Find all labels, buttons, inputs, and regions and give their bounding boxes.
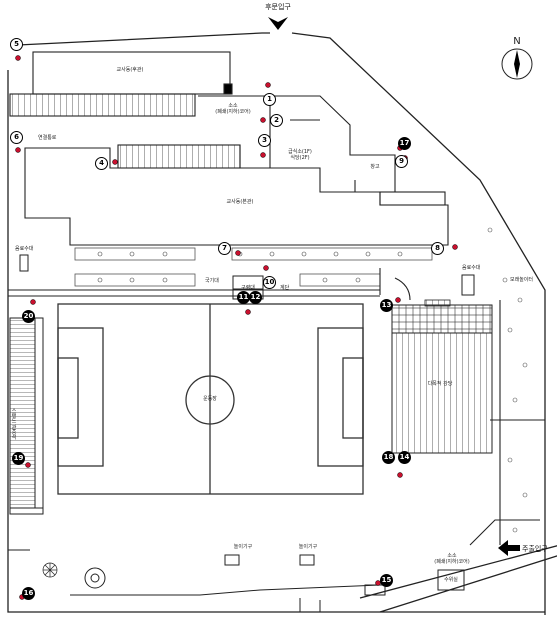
warehouse-label: 창고 [370, 164, 380, 170]
marker-12[interactable]: 12 [249, 291, 262, 304]
marker-1[interactable]: 1 [263, 93, 276, 106]
marker-6[interactable]: 6 [10, 131, 23, 144]
playground1-label: 놀이기구 [233, 544, 253, 550]
marker-17[interactable]: 17 [398, 137, 411, 150]
drinking-left-label: 음료수대 [15, 246, 34, 252]
incinerator-back-label: 소소 (폐쇄(지하)코어) [215, 103, 251, 115]
drinking-right-label: 음료수대 [462, 265, 481, 271]
bushes [487, 227, 528, 533]
marker-18[interactable]: 18 [382, 451, 395, 464]
tree-dots [97, 251, 403, 283]
marker-16[interactable]: 16 [22, 587, 35, 600]
multipurpose-hall [391, 299, 493, 454]
marker-2[interactable]: 2 [270, 114, 283, 127]
roads [8, 268, 545, 546]
building-main [24, 95, 449, 246]
marker-3[interactable]: 3 [258, 134, 271, 147]
site-boundary [7, 32, 557, 615]
marker-8[interactable]: 8 [431, 242, 444, 255]
marker-13[interactable]: 13 [380, 299, 393, 312]
incinerator-front-label: 소소 (폐쇄(지하)코어) [434, 553, 470, 565]
marker-5[interactable]: 5 [10, 38, 23, 51]
stand-label: 스탠드 관중석 [10, 408, 17, 440]
stairs-label: 계단 [280, 285, 290, 291]
playground2-label: 놀이기구 [298, 544, 318, 550]
multipurpose-label: 다목적 강당 [427, 381, 453, 387]
field [57, 303, 364, 495]
field-label: 운동장 [203, 396, 217, 402]
classroom-main-label: 교사동(본관) [226, 199, 254, 205]
building-back [9, 51, 233, 117]
marker-19[interactable]: 19 [12, 452, 25, 465]
north-label: N [513, 36, 521, 47]
cafeteria-label: 급식소(1F) 식당(2F) [288, 149, 312, 161]
forest-label: 모래놀이터 [510, 277, 534, 283]
marker-20[interactable]: 20 [22, 310, 35, 323]
marker-7[interactable]: 7 [218, 242, 231, 255]
marker-9[interactable]: 9 [395, 155, 408, 168]
tree-strip [74, 247, 433, 287]
left-stand [9, 317, 44, 515]
marker-10[interactable]: 10 [263, 276, 276, 289]
main-entrance-label: 주출입구 [522, 545, 548, 553]
guard-label: 수위실 [444, 577, 458, 583]
classroom-back-label: 교사동(후관) [116, 67, 144, 73]
marker-4[interactable]: 4 [95, 157, 108, 170]
marker-15[interactable]: 15 [380, 574, 393, 587]
marker-14[interactable]: 14 [398, 451, 411, 464]
compass-rose [501, 48, 533, 80]
back-entrance-label: 후문입구 [265, 3, 291, 11]
podium-label: 구령대 [241, 285, 255, 291]
bottom-area [8, 549, 465, 612]
spider-web [42, 562, 58, 578]
flag-label: 국기대 [205, 278, 219, 284]
entrance-arrows [268, 12, 520, 556]
connecting-label: 연결통로 [38, 135, 57, 141]
